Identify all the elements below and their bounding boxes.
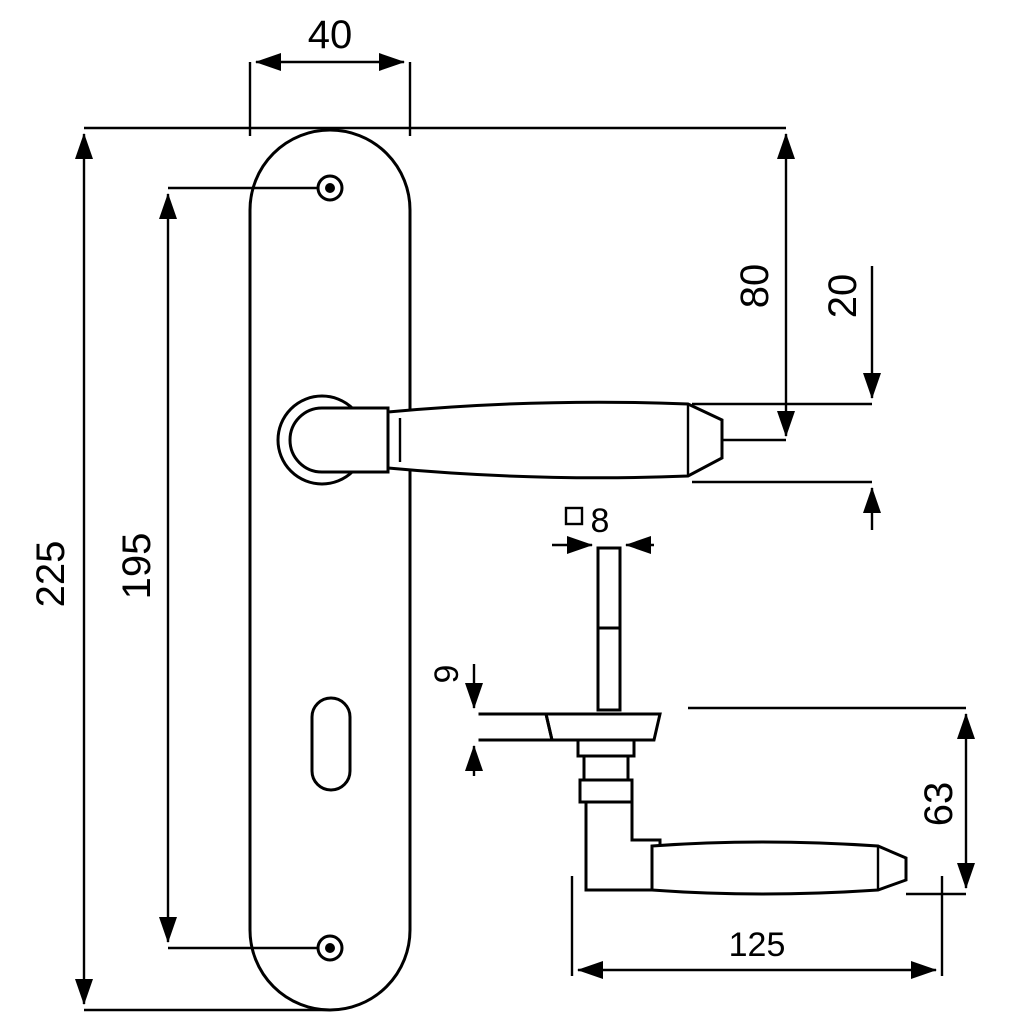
dimension-plate-height: 225 — [29, 541, 73, 608]
dimension-lines — [75, 53, 975, 1012]
keyhole-slot — [310, 696, 352, 792]
dimension-spindle-square: 8 — [591, 502, 610, 540]
dimension-rose-thickness: 9 — [428, 665, 466, 684]
dimension-screw-spacing: 195 — [115, 533, 159, 600]
lever-front-view — [276, 394, 724, 486]
dimension-plate-width: 40 — [308, 13, 353, 57]
dimension-lever-grip-height: 20 — [821, 274, 865, 319]
dimension-lever-length: 125 — [729, 926, 786, 964]
dimension-lever-axis-offset: 80 — [733, 264, 777, 309]
backplate-front-view — [248, 128, 412, 1012]
dimension-lever-height: 63 — [917, 782, 961, 827]
lever-side-view — [478, 546, 908, 896]
